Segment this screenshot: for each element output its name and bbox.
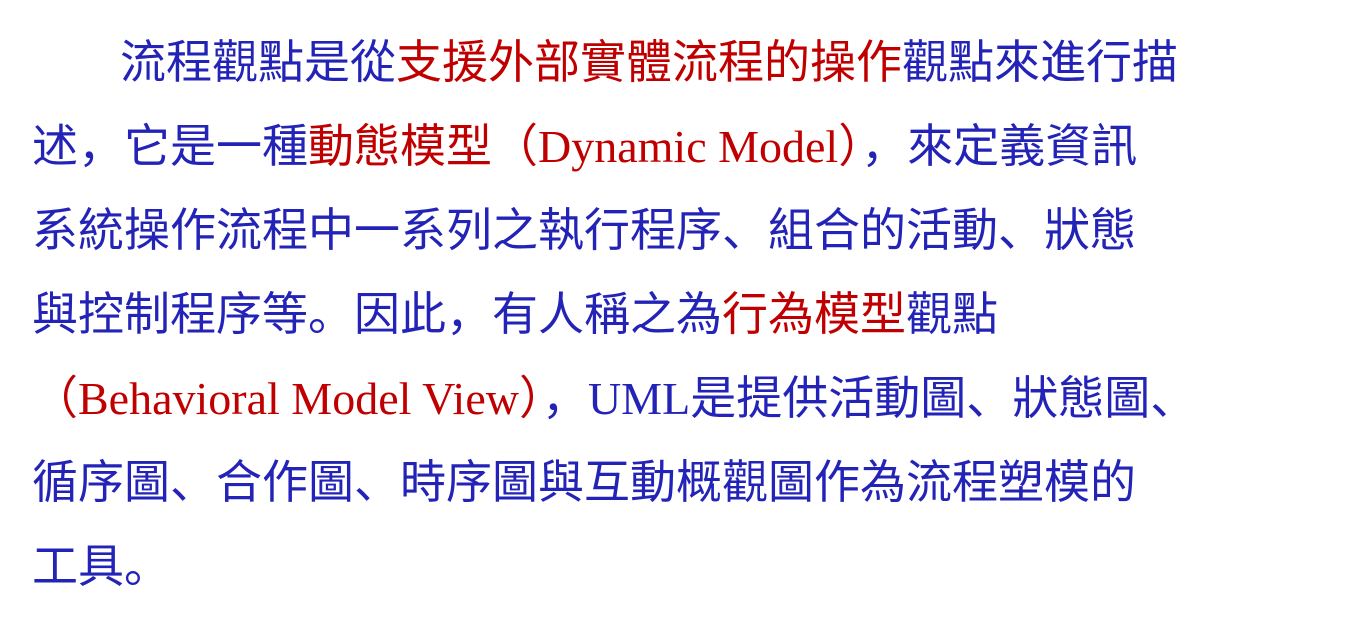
highlighted-text-segment: 動態模型（ xyxy=(308,119,538,173)
uml-term: UML xyxy=(587,373,691,424)
text-segment: 流程觀點是從 xyxy=(120,35,396,89)
paragraph-line-4: 與控制程序等。因此，有人稱之為行為模型觀點 xyxy=(32,274,1332,358)
text-segment: 是提供活動圖、狀態圖、 xyxy=(690,371,1197,425)
highlighted-text-segment: 行為模型 xyxy=(722,287,906,341)
highlighted-term-english: Dynamic Model xyxy=(538,121,839,172)
highlighted-text-segment: ） xyxy=(838,119,862,173)
paragraph-line-3: 系統操作流程中一系列之執行程序、組合的活動、狀態 xyxy=(32,190,1332,274)
highlighted-term-english: Behavioral Model View xyxy=(78,373,519,424)
text-segment: 系統操作流程中一系列之執行程序、組合的活動、狀態 xyxy=(32,203,1136,257)
text-segment: 觀點來進行描 xyxy=(902,35,1178,89)
text-segment: 觀點 xyxy=(906,287,998,341)
paragraph-line-6: 循序圖、合作圖、時序圖與互動概觀圖作為流程塑模的 xyxy=(32,442,1332,526)
paragraph-line-1: 流程觀點是從支援外部實體流程的操作觀點來進行描 xyxy=(32,22,1332,106)
text-segment: 工具。 xyxy=(32,539,170,593)
paragraph-line-5: （Behavioral Model View），UML是提供活動圖、狀態圖、 xyxy=(32,358,1332,442)
paragraph-line-7: 工具。 xyxy=(32,526,1332,610)
text-segment: 述，它是一種 xyxy=(32,119,308,173)
text-segment: 循序圖、合作圖、時序圖與互動概觀圖作為流程塑模的 xyxy=(32,455,1136,509)
text-segment: 與控制程序等。因此，有人稱之為 xyxy=(32,287,722,341)
document-body: 流程觀點是從支援外部實體流程的操作觀點來進行描 述，它是一種動態模型（Dynam… xyxy=(32,22,1332,610)
highlighted-text-segment: （ xyxy=(32,371,78,425)
text-segment: ， xyxy=(541,371,588,425)
highlighted-text-segment: ） xyxy=(518,371,542,425)
text-segment: ，來定義資訊 xyxy=(861,119,1138,173)
highlighted-text-segment: 支援外部實體流程的操作 xyxy=(396,35,902,89)
paragraph-line-2: 述，它是一種動態模型（Dynamic Model），來定義資訊 xyxy=(32,106,1332,190)
